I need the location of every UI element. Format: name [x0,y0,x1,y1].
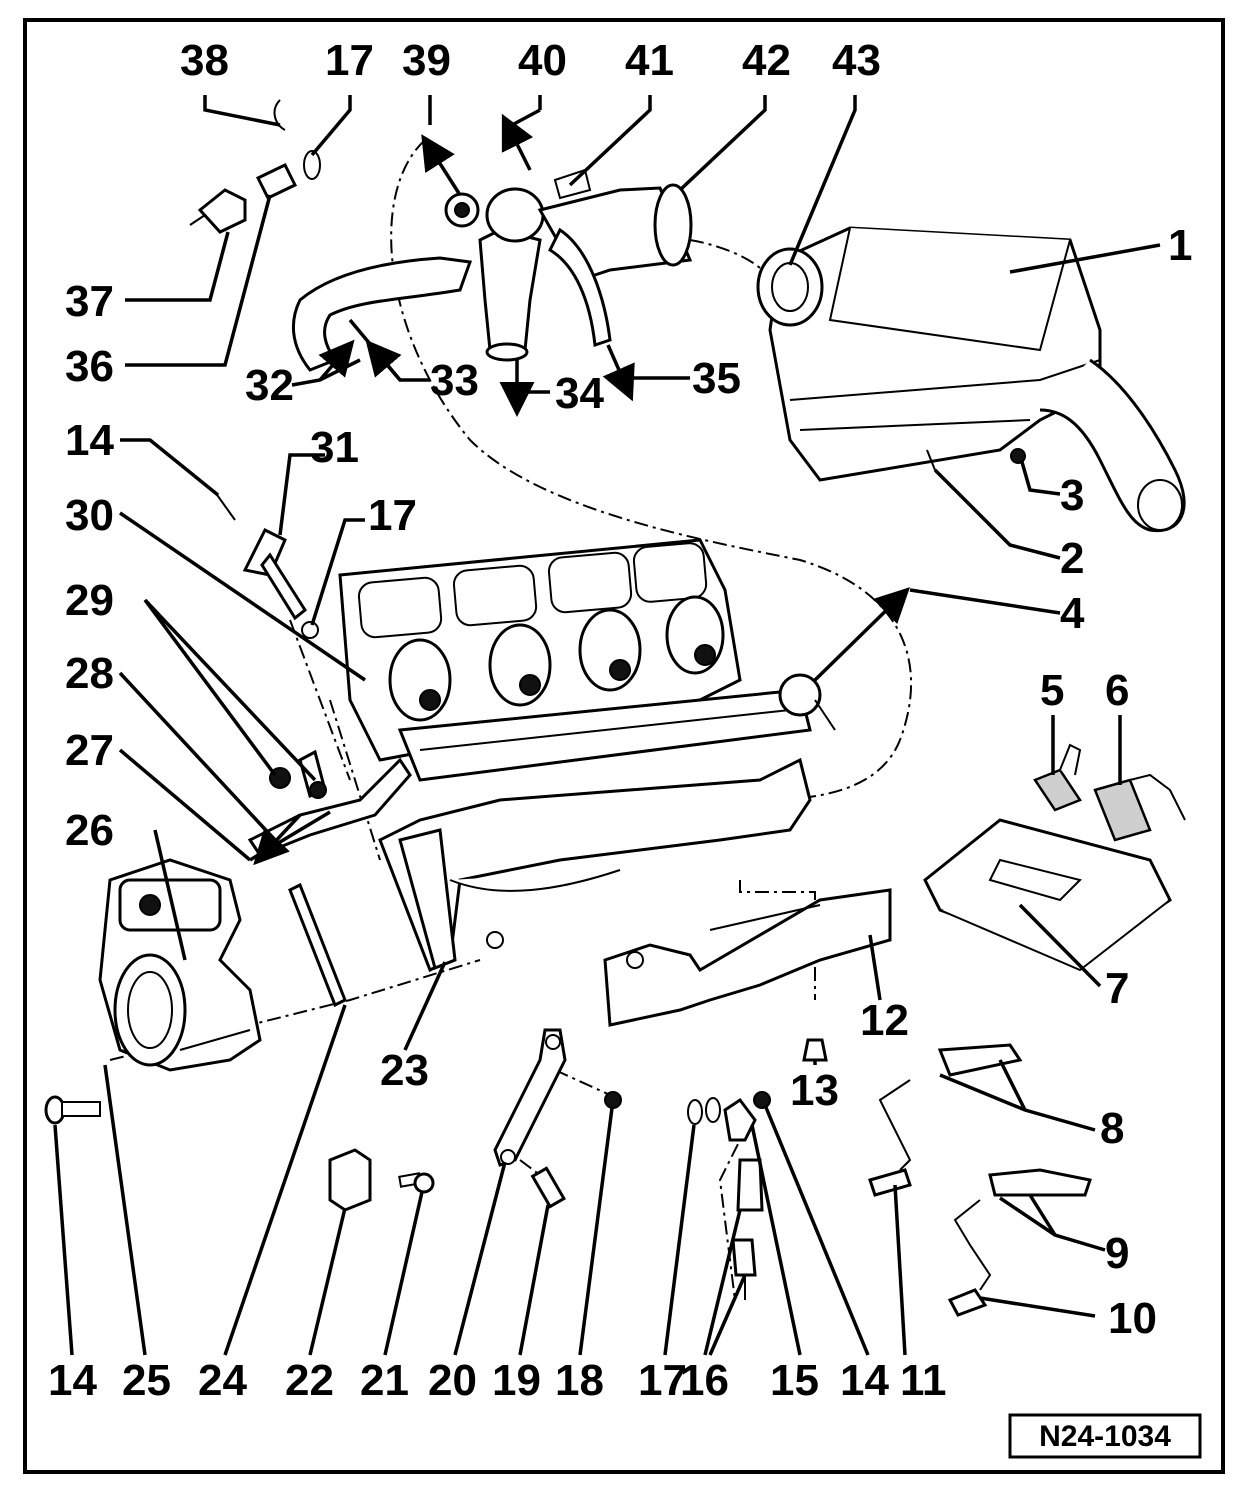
label-37: 37 [65,277,114,326]
label-8: 8 [1100,1104,1124,1153]
label-35: 35 [692,354,741,403]
sensor-22 [328,1148,435,1212]
label-14-top: 14 [65,416,114,465]
label-36: 36 [65,342,114,391]
label-19: 19 [492,1356,541,1405]
label-40: 40 [518,36,567,85]
label-2: 2 [1060,534,1084,583]
label-25: 25 [122,1356,171,1405]
label-20: 20 [428,1356,477,1405]
label-22: 22 [285,1356,334,1405]
label-26: 26 [65,806,114,855]
label-21: 21 [360,1356,409,1405]
intake-manifold [338,538,836,782]
label-11: 11 [900,1356,947,1405]
diagram-frame [23,18,1225,1474]
label-42: 42 [742,36,791,85]
label-27: 27 [65,726,114,775]
label-17-mid: 17 [368,491,417,540]
screw-14-left [44,1095,101,1125]
label-33: 33 [430,356,479,405]
label-34: 34 [555,369,604,418]
oxygen-sensors [868,1043,1092,1317]
sensor-15-group [687,1091,771,1300]
label-10: 10 [1108,1294,1157,1343]
mounting-bracket [603,888,892,1062]
label-32: 32 [245,361,294,410]
label-4: 4 [1060,589,1085,638]
label-13: 13 [790,1066,839,1115]
intake-temperature-sensor [214,491,319,639]
label-29: 29 [65,576,114,625]
bracket-and-fasteners [493,1028,622,1209]
label-43: 43 [832,36,881,85]
throttle-body [98,858,262,1072]
label-14-bottom-left: 14 [48,1356,97,1405]
label-12: 12 [860,996,909,1045]
reference-code: N24-1034 [1039,1420,1171,1453]
label-38: 38 [180,36,229,85]
assembly-lines [109,139,913,1301]
label-5: 5 [1040,666,1064,715]
label-17-bottom: 17 [638,1356,687,1405]
leader-lines [53,95,1161,1356]
reference-code-box: N24-1034 [1008,1413,1202,1459]
intake-hose-assembly [291,168,693,372]
part-labels: 38 17 39 40 41 42 43 1 37 36 32 33 34 35… [48,36,1192,1405]
label-17-top: 17 [325,36,374,85]
label-14-bottom-right: 14 [840,1356,889,1405]
label-9: 9 [1105,1229,1129,1278]
throttle-gasket [288,882,347,1008]
label-41: 41 [625,36,674,85]
label-3: 3 [1060,471,1084,520]
label-24: 24 [198,1356,247,1405]
fuel-injectors [388,595,725,722]
label-16: 16 [680,1356,729,1405]
label-1: 1 [1168,221,1192,270]
label-31: 31 [310,423,359,472]
air-filter-housing [756,226,1186,533]
label-7: 7 [1105,964,1129,1013]
label-39: 39 [402,36,451,85]
small-sensor-group [189,99,321,234]
label-30: 30 [65,491,114,540]
label-18: 18 [555,1356,604,1405]
lower-intake-manifold [378,757,812,973]
label-15: 15 [770,1356,819,1405]
label-28: 28 [65,649,114,698]
label-23: 23 [380,1046,429,1095]
engine-control-unit [923,743,1186,972]
label-6: 6 [1105,666,1129,715]
